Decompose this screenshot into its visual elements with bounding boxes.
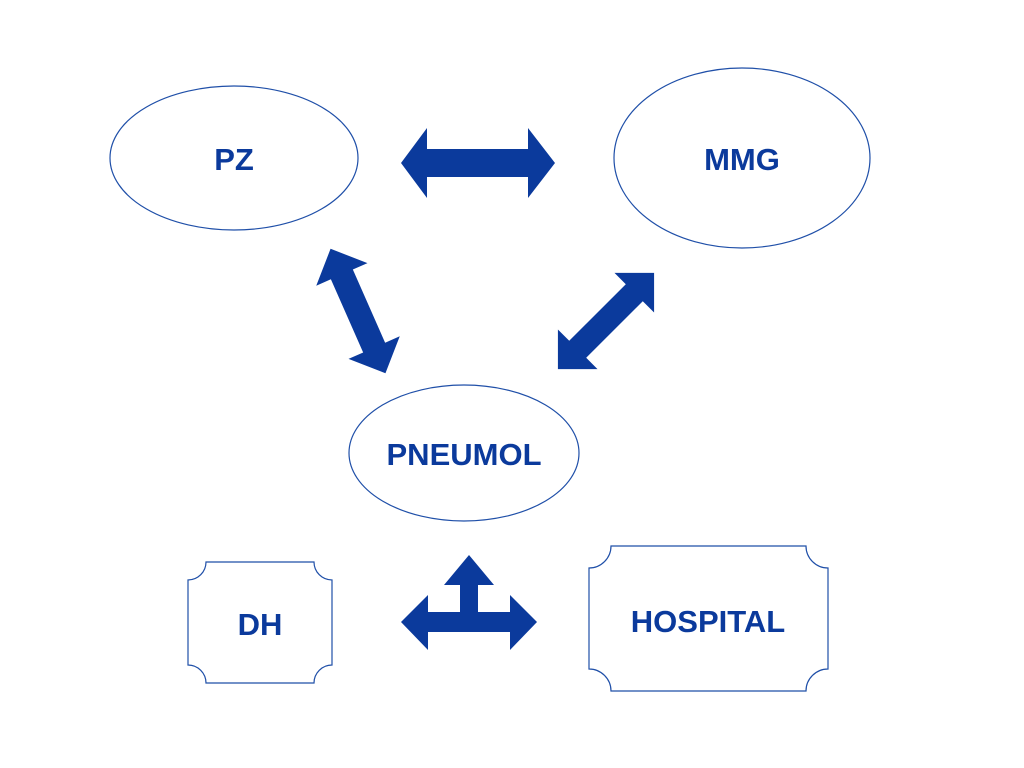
- arrow-mmg-pneumol: [557, 272, 655, 370]
- node-dh: DH: [187, 561, 333, 684]
- node-hospital: HOSPITAL: [588, 545, 829, 692]
- node-dh-label: DH: [238, 607, 283, 642]
- node-pz-shape: [109, 85, 359, 231]
- node-mmg-shape: [613, 67, 871, 249]
- node-pneumol-label: PNEUMOL: [387, 437, 542, 472]
- node-hospital-label: HOSPITAL: [631, 604, 785, 639]
- node-pneumol-shape: [348, 384, 580, 522]
- node-dh-shape: [187, 561, 333, 684]
- arrow-pz-mmg: [401, 128, 555, 198]
- node-pz-label: PZ: [214, 142, 254, 177]
- node-pz: PZ: [109, 85, 359, 231]
- node-mmg: MMG: [613, 67, 871, 249]
- node-pneumol: PNEUMOL: [348, 384, 580, 522]
- node-mmg-label: MMG: [704, 142, 780, 177]
- arrow-pz-pneumol: [316, 248, 400, 374]
- node-hospital-shape: [588, 545, 829, 692]
- arrow-pneumol-dh-hospital: [401, 555, 537, 650]
